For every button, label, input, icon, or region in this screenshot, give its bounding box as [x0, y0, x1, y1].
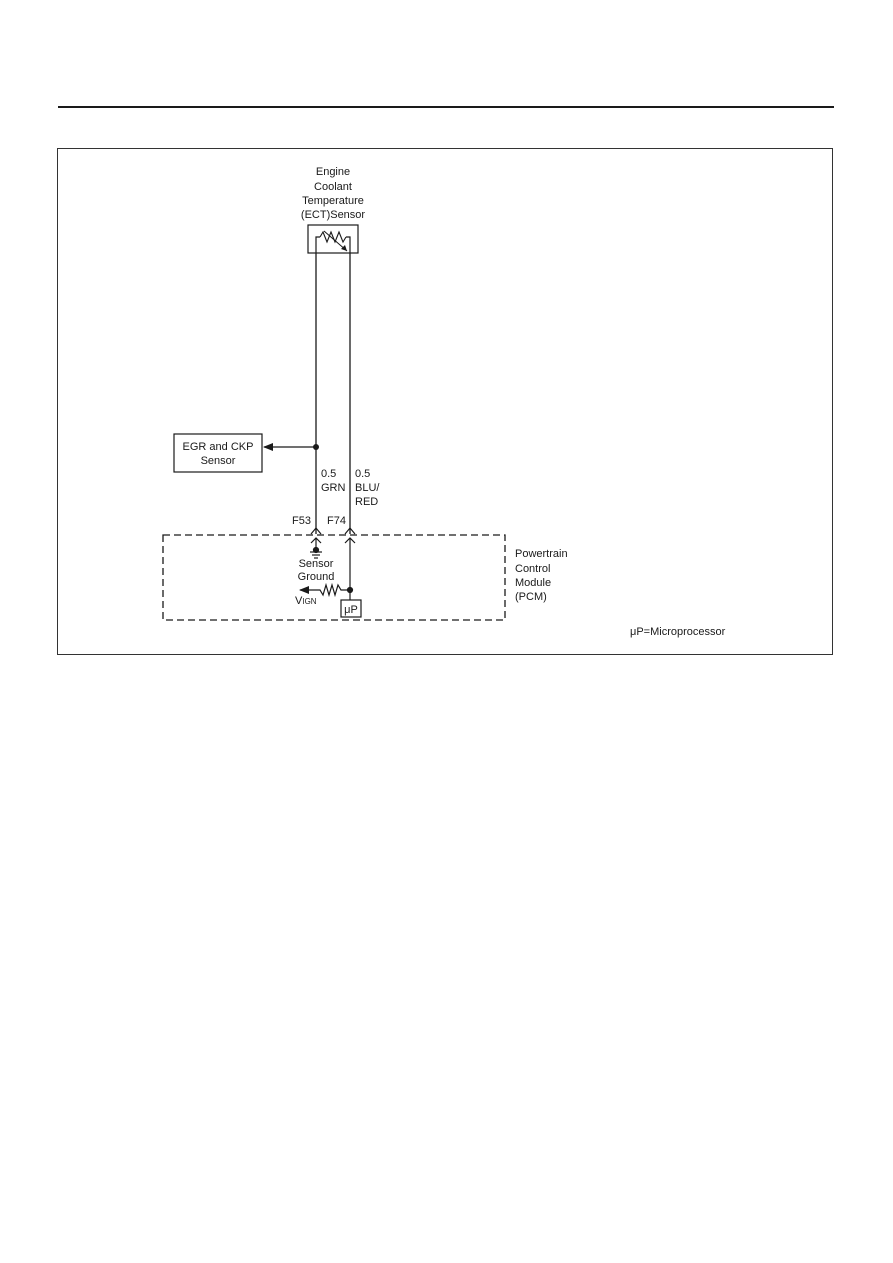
svg-text:(PCM): (PCM)	[515, 591, 547, 603]
svg-text:Ground: Ground	[298, 571, 335, 583]
svg-text:(ECT)Sensor: (ECT)Sensor	[301, 209, 366, 221]
diagram-frame	[57, 148, 833, 655]
top-rule	[58, 106, 834, 108]
terminal-f53-label: F53	[292, 515, 311, 527]
svg-text:0.5: 0.5	[321, 468, 336, 480]
connector-f74-icon	[344, 527, 356, 535]
svg-text:BLU/: BLU/	[355, 482, 380, 494]
svg-text:μP: μP	[344, 604, 358, 616]
svg-text:Sensor: Sensor	[201, 455, 236, 467]
svg-text:0.5: 0.5	[355, 468, 370, 480]
svg-text:RED: RED	[355, 496, 378, 508]
svg-text:Temperature: Temperature	[302, 195, 364, 207]
ect-sensor-label: Engine Coolant Temperature (ECT)Sensor	[301, 166, 366, 221]
vign-label: VIGN	[295, 595, 317, 607]
svg-text:Engine: Engine	[316, 166, 350, 178]
ect-sensor-box	[307, 224, 359, 254]
pcm-label: Powertrain Control Module (PCM)	[515, 548, 568, 603]
svg-text:Powertrain: Powertrain	[515, 548, 568, 560]
svg-text:Coolant: Coolant	[314, 181, 352, 193]
pcm-boundary	[162, 534, 506, 621]
svg-text:EGR and CKP: EGR and CKP	[183, 441, 254, 453]
svg-text:Control: Control	[515, 563, 550, 575]
sensor-ground-label: Sensor Ground	[298, 558, 335, 583]
splice-to-egr	[263, 443, 319, 451]
sensor-ground-icon	[310, 537, 322, 559]
microprocessor-footnote: μP=Microprocessor	[630, 626, 726, 638]
terminal-f74-label: F74	[327, 515, 346, 527]
svg-text:GRN: GRN	[321, 482, 346, 494]
svg-text:Sensor: Sensor	[299, 558, 334, 570]
connector-f53-icon	[310, 527, 322, 535]
egr-ckp-sensor-box: EGR and CKP Sensor	[173, 433, 263, 473]
wire-grn-label: 0.5 GRN	[321, 468, 346, 494]
wire-blu-red-label: 0.5 BLU/ RED	[355, 468, 380, 508]
pcm-signal-circuit	[299, 537, 356, 600]
svg-text:Module: Module	[515, 577, 551, 589]
microprocessor-box: μP	[340, 599, 362, 618]
